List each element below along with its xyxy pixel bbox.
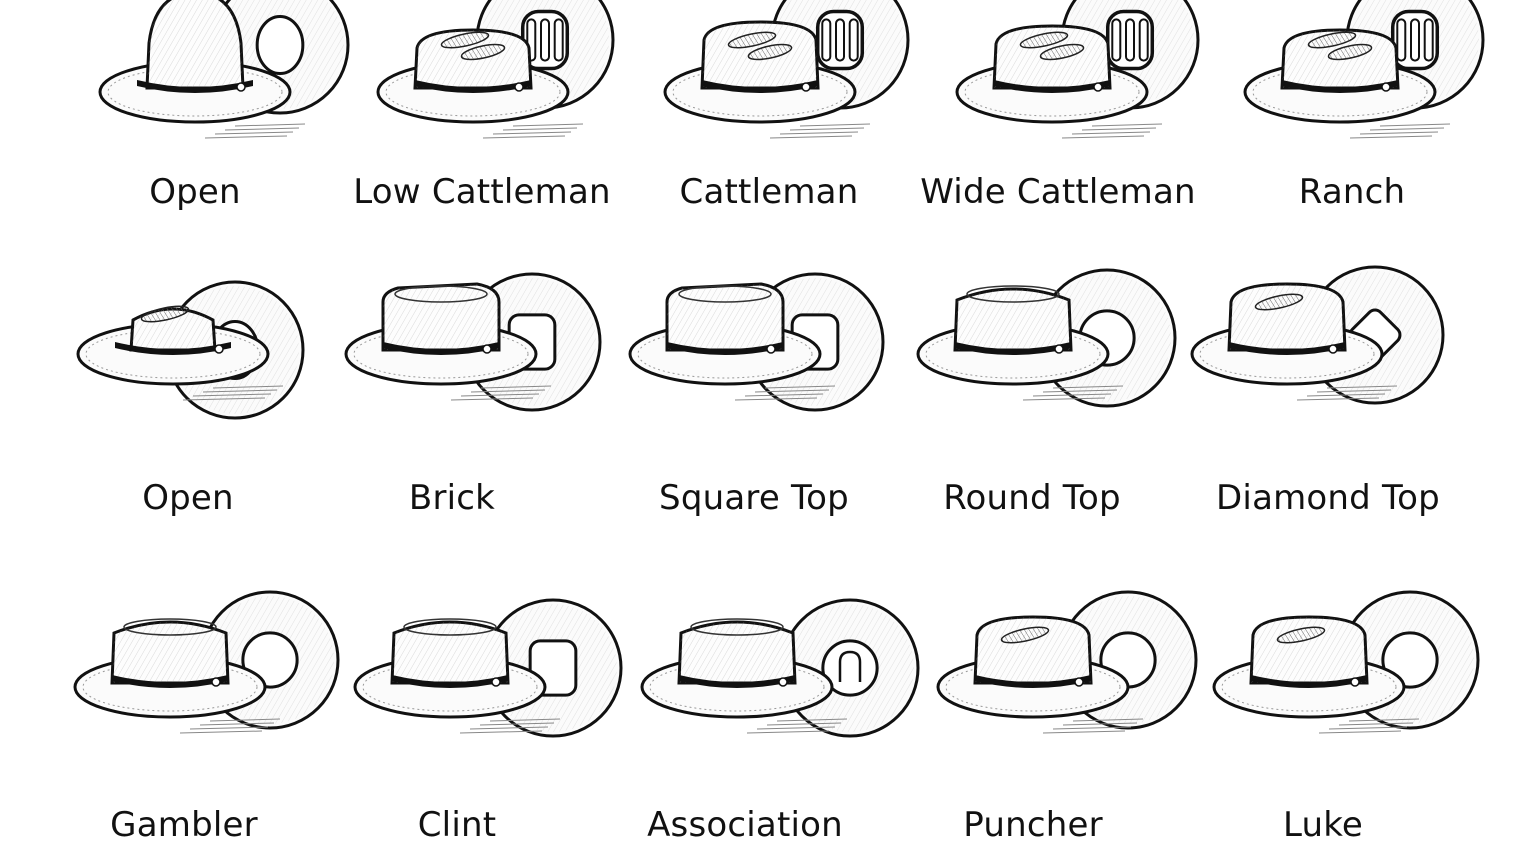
hat-style-puncher [936,590,1198,734]
hat-band [702,80,818,93]
hat-style-gambler [73,590,340,734]
hat-band [1251,675,1367,688]
hat-band [1229,342,1345,355]
hat-style-low-cattleman [376,0,615,139]
hat-band [392,675,508,688]
crown-top-shape [821,639,879,697]
hat-style-association [640,598,920,738]
hat-band [994,80,1110,93]
hat-style-label: Ranch [1298,172,1406,212]
hat-style-label: Gambler [110,805,258,845]
hat-style-diamond-top [1190,265,1445,405]
hat-style-luke [1212,590,1480,734]
hat-style-open [98,0,350,139]
hat-style-label: Wide Cattleman [920,172,1196,212]
hat-style-square-top [628,272,885,412]
crown-top-shape [815,9,865,71]
hat-band [115,342,231,355]
hat-style-label: Luke [1282,805,1364,845]
hat-style-label: Clint [417,805,497,845]
hat-style-label: Brick [408,478,496,518]
hat-style-cattleman [663,0,910,139]
hat-band [679,675,795,688]
hat-band [383,342,499,355]
hat-style-open [76,280,305,420]
hat-style-label: Low Cattleman [353,172,611,212]
hat-band [415,80,531,93]
hat-band [955,342,1071,355]
hat-band [112,675,228,688]
hat-style-ranch [1243,0,1485,139]
hat-style-brick [344,272,602,412]
hat-band [137,80,253,93]
hat-style-label: Square Top [659,478,849,518]
crown-top-shape [255,14,305,76]
hat-style-label: Cattleman [679,172,859,212]
hat-style-label: Open [142,478,234,518]
hat-style-label: Open [149,172,241,212]
hat-style-label: Puncher [963,805,1103,845]
hat-band [667,342,783,355]
hat-style-label: Round Top [943,478,1121,518]
hat-style-label: Association [647,805,843,845]
hat-style-wide-cattleman [955,0,1200,139]
hat-style-clint [353,598,623,738]
hat-style-round-top [916,268,1177,408]
hat-band [1282,80,1398,93]
hat-band [975,675,1091,688]
hat-style-label: Diamond Top [1216,478,1440,518]
